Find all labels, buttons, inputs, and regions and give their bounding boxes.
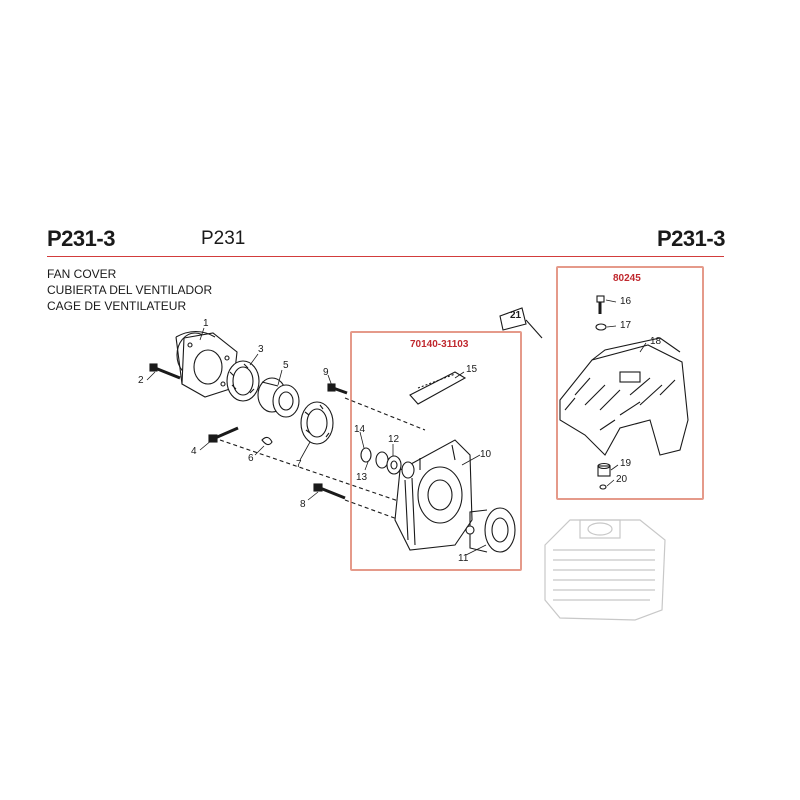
callout-9: 9 [323,367,329,378]
callout-16: 16 [620,296,632,307]
parts-12-14-bearing-set [360,447,415,479]
part-10-fan-housing [394,439,473,551]
callout-17: 17 [620,320,632,331]
callout-12: 12 [388,434,400,445]
part-18-engine-cover [559,337,689,456]
callout-15: 15 [466,364,478,375]
callout-4: 4 [191,446,197,457]
title-es: CUBIERTA DEL VENTILADOR [47,283,213,297]
callout-2: 2 [138,375,144,386]
part-4-screw [208,426,239,443]
callout-11: 11 [458,553,469,564]
part-2-bolt [149,363,181,380]
page-code-left: P231-3 [47,226,115,251]
part-1-adapter-flange [175,330,238,398]
callout-13: 13 [356,472,368,483]
callout-14: 14 [354,424,366,435]
part-17-washer [595,323,607,331]
engine-block-faded [544,519,666,621]
part-6-clip [261,436,273,446]
section-title: FAN COVER CUBIERTA DEL VENTILADOR CAGE D… [47,266,212,314]
callout-7: 7 [296,459,302,470]
callout-20: 20 [616,474,628,485]
callout-10: 10 [480,449,492,460]
part-8-screw [313,483,346,500]
kit-box-engine-cover [556,266,704,500]
part-11-drum [465,507,516,553]
kit-box-fan-cover [350,331,522,571]
callout-19: 19 [620,458,632,469]
callout-5: 5 [283,360,289,371]
part-15-gasket [409,371,467,405]
callout-8: 8 [300,499,306,510]
kit-number-engine-cover: 80245 [613,273,641,284]
title-fr: CAGE DE VENTILATEUR [47,299,187,313]
header-divider [47,256,724,257]
callout-3: 3 [258,344,264,355]
part-9-screw [327,383,348,395]
part-3-ring [226,360,260,402]
part-20-washer [599,484,607,490]
callout-6: 6 [248,453,254,464]
part-5-coupling [257,377,300,418]
ref-badge-number: 21 [510,310,522,321]
model-label: P231 [201,228,246,249]
callout-18: 18 [650,336,662,347]
part-16-bolt [596,295,605,314]
page-code-right: P231-3 [657,226,725,251]
callout-1: 1 [203,318,209,329]
ref-badge-shape [499,307,527,331]
kit-number-fan-cover: 70140-31103 [410,339,469,350]
title-en: FAN COVER [47,267,117,281]
part-7-ring [300,401,334,445]
part-19-nut [597,462,611,477]
